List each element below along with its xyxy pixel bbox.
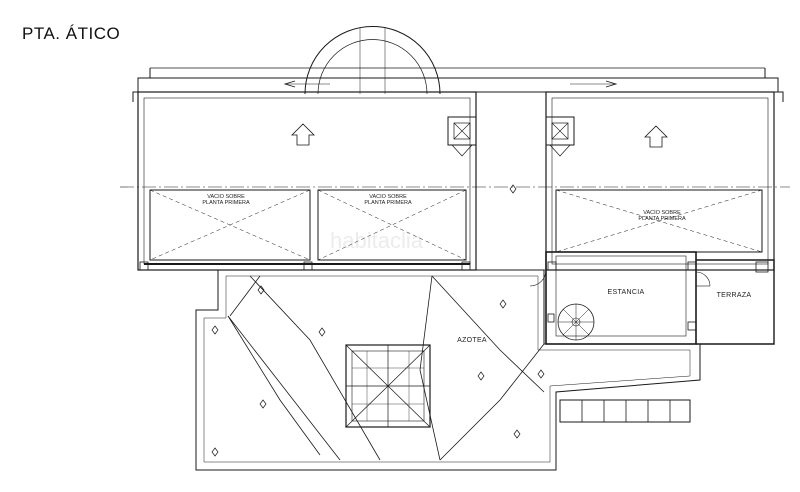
estancia-room (545, 251, 697, 345)
right-block (545, 91, 775, 271)
left-block (137, 91, 477, 271)
arch-inner (317, 39, 428, 95)
plan-title: PTA. ÁTICO (22, 24, 121, 43)
label-azotea: AZOTEA (457, 337, 487, 344)
chimney-right (545, 116, 575, 146)
watermark: habitaclia (330, 228, 423, 253)
void-panel-2 (317, 189, 467, 261)
chimney-left (447, 116, 477, 146)
void-panel-1 (149, 189, 311, 261)
arch-outer (304, 26, 441, 95)
label-void-2: VACIO SOBRE PLANTA PRIMERA (364, 194, 412, 206)
terraza-outline (696, 259, 775, 345)
label-estancia: ESTANCIA (607, 289, 645, 296)
railing (559, 399, 691, 423)
label-void-1: VACIO SOBRE PLANTA PRIMERA (202, 194, 250, 206)
roof-band (137, 77, 779, 93)
label-terraza: TERRAZA (716, 292, 752, 299)
label-void-3: VACIO SOBRE PLANTA PRIMERA (638, 210, 686, 222)
azotea-outline (195, 269, 701, 471)
